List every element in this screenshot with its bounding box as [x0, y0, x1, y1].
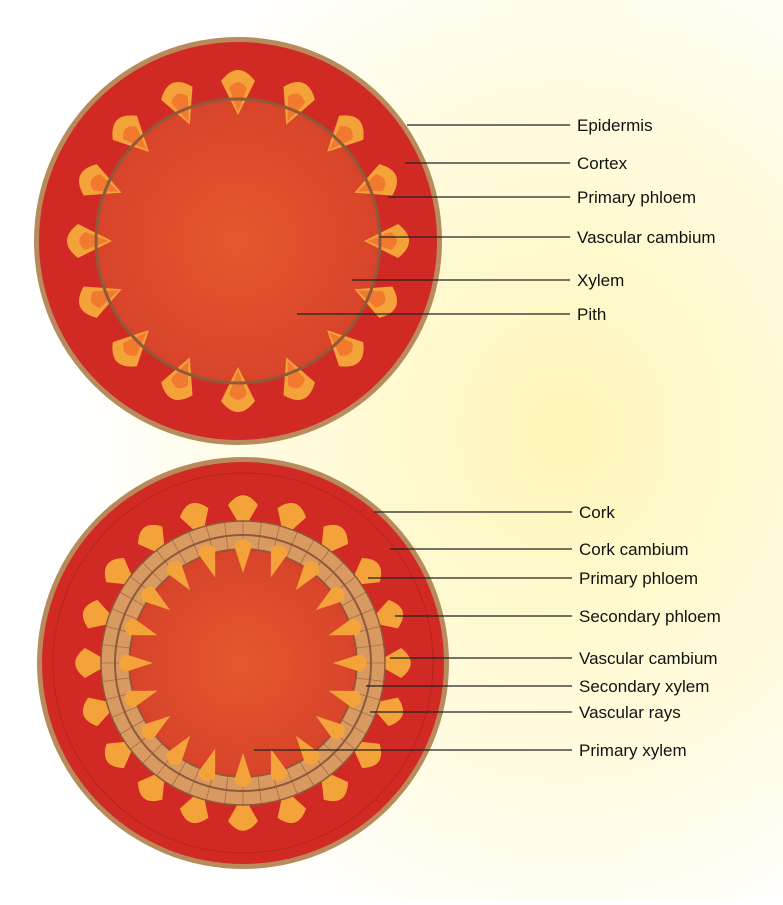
- primary-xylem-tooth: [328, 690, 362, 708]
- label-cork-cambium: Cork cambium: [579, 540, 689, 559]
- vascular-ray: [224, 522, 229, 551]
- cork-cambium-ring: [52, 472, 434, 854]
- xylem-core: [171, 360, 189, 389]
- vascular-ray: [111, 706, 138, 718]
- xylem-core: [171, 93, 189, 122]
- xylem-core: [357, 174, 386, 192]
- label-secondary-phloem: Secondary phloem: [579, 607, 721, 626]
- primary-xylem-tooth: [119, 654, 153, 672]
- label-epidermis: Epidermis: [577, 116, 653, 135]
- primary-xylem-tooth: [166, 561, 191, 591]
- xylem-core: [287, 93, 305, 122]
- pith: [96, 99, 380, 383]
- xylem-core: [329, 332, 353, 356]
- label-primary-phloem-lower: Primary phloem: [579, 569, 698, 588]
- xylem-core: [123, 126, 147, 150]
- vascular-ray: [188, 768, 200, 795]
- vascular-ray: [188, 531, 200, 558]
- label-xylem: Xylem: [577, 271, 624, 290]
- vascular-ray: [171, 539, 187, 565]
- xylem-core: [229, 370, 247, 400]
- xylem-core: [329, 126, 353, 150]
- primary-xylem-tooth: [295, 561, 320, 591]
- vascular-ray: [257, 522, 262, 551]
- bottom-leader-lines: [254, 511, 572, 751]
- primary-xylem-tooth: [124, 618, 158, 636]
- xylem-core: [287, 360, 305, 389]
- primary-xylem-tooth: [198, 748, 216, 782]
- primary-xylem-tooth: [234, 539, 252, 573]
- top-leader-lines: [297, 124, 570, 315]
- pith-lower: [130, 550, 356, 776]
- vascular-ray: [286, 531, 298, 558]
- vascular-cambium-ring: [94, 97, 382, 385]
- vascular-ray: [341, 591, 367, 607]
- label-vascular-rays: Vascular rays: [579, 703, 681, 722]
- label-cork: Cork: [579, 503, 615, 522]
- xylem-core: [357, 290, 386, 308]
- vascular-ray: [119, 591, 145, 607]
- primary-phloem-bundle: [375, 648, 411, 678]
- xylem-core: [79, 232, 109, 250]
- primary-xylem-tooth: [234, 753, 252, 787]
- label-primary-phloem: Primary phloem: [577, 188, 696, 207]
- vascular-ray: [171, 761, 187, 787]
- top-labels: Epidermis Cortex Primary phloem Vascular…: [577, 116, 716, 324]
- primary-xylem-tooth: [333, 654, 367, 672]
- vascular-ray: [348, 706, 375, 718]
- vascular-ray: [355, 644, 384, 649]
- vascular-ray: [102, 644, 131, 649]
- primary-phloem-bundle: [75, 648, 111, 678]
- bottom-labels: Cork Cork cambium Primary phloem Seconda…: [579, 503, 721, 760]
- primary-phloem-bundle: [228, 795, 258, 831]
- vascular-ray: [142, 562, 163, 583]
- vascular-ray: [323, 743, 344, 764]
- vascular-ray: [224, 775, 229, 804]
- primary-xylem-tooth: [124, 690, 158, 708]
- xylem-core: [123, 332, 147, 356]
- label-vascular-cambium-lower: Vascular cambium: [579, 649, 718, 668]
- vascular-ray: [299, 761, 315, 787]
- vascular-ray: [257, 775, 262, 804]
- vascular-ray: [341, 719, 367, 735]
- label-secondary-xylem: Secondary xylem: [579, 677, 709, 696]
- primary-stem-section: [34, 37, 442, 445]
- vascular-ray: [355, 677, 384, 682]
- xylem-core: [90, 174, 119, 192]
- xylem-core: [229, 82, 247, 112]
- primary-xylem-tooth: [315, 586, 345, 611]
- vascular-ray: [286, 768, 298, 795]
- label-pith: Pith: [577, 305, 606, 324]
- vascular-ray: [299, 539, 315, 565]
- primary-xylem-tooth: [141, 715, 171, 740]
- primary-xylem-tooth: [166, 735, 191, 765]
- primary-xylem-tooth: [141, 586, 171, 611]
- secondary-stem-section: [37, 457, 449, 869]
- label-primary-xylem: Primary xylem: [579, 741, 687, 760]
- primary-xylem-tooth: [198, 544, 216, 578]
- primary-xylem-teeth: [119, 539, 367, 787]
- primary-phloem-bundle: [228, 495, 258, 531]
- vascular-ray: [111, 608, 138, 620]
- primary-xylem-tooth: [270, 748, 288, 782]
- xylem-core: [90, 290, 119, 308]
- vascular-ray: [142, 743, 163, 764]
- vascular-ray: [119, 719, 145, 735]
- primary-xylem-tooth: [270, 544, 288, 578]
- vascular-ray: [348, 608, 375, 620]
- vascular-ray: [102, 677, 131, 682]
- label-vascular-cambium: Vascular cambium: [577, 228, 716, 247]
- primary-xylem-tooth: [315, 715, 345, 740]
- label-cortex: Cortex: [577, 154, 628, 173]
- primary-xylem-tooth: [328, 618, 362, 636]
- vascular-ray: [323, 562, 344, 583]
- primary-vascular-bundles: [66, 69, 410, 413]
